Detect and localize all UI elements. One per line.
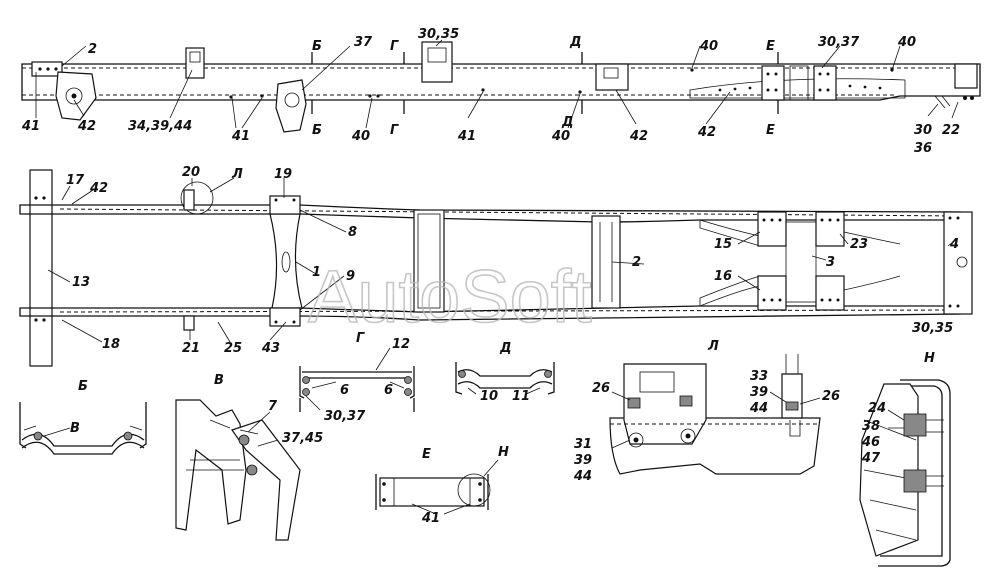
callout-42: 42: [77, 119, 96, 134]
section-view-g: [299, 347, 415, 412]
callout-2: 2: [632, 255, 641, 270]
callout-37-45: 37,45: [282, 431, 323, 446]
view-title-n: Н: [924, 351, 935, 366]
section-mark-e: Е: [766, 123, 775, 138]
callout-30-37: 30,37: [818, 35, 860, 50]
callout-34-39-44: 34,39,44: [128, 119, 192, 134]
callout-8: 8: [348, 225, 357, 240]
section-view-v: [175, 399, 301, 541]
callout-18: 18: [102, 337, 120, 352]
callout-39: 39: [750, 385, 768, 400]
section-mark-d: Д: [561, 115, 574, 130]
view-title-l: Л: [707, 339, 719, 354]
callout-6: 6: [384, 383, 393, 398]
section-view-n: [859, 379, 951, 567]
callout-36: 36: [914, 141, 932, 156]
callout-40: 40: [897, 35, 916, 50]
callout-42: 42: [89, 181, 108, 196]
view-title-e: Е: [422, 447, 431, 462]
detail-mark-l: Л: [231, 167, 243, 182]
section-view-b: [19, 402, 147, 455]
callout-39: 39: [574, 453, 592, 468]
rivets-top: [38, 67, 974, 100]
callout-4: 4: [949, 237, 959, 252]
callout-38: 38: [862, 419, 880, 434]
callout-16: 16: [714, 269, 732, 284]
callout-41: 41: [231, 129, 250, 144]
callout-47: 47: [861, 451, 881, 466]
callout-1: 1: [312, 265, 321, 280]
callout-12: 12: [392, 337, 410, 352]
callout-30: 30: [914, 123, 932, 138]
callout-19: 19: [274, 167, 292, 182]
callout-9: 9: [346, 269, 355, 284]
frame-side-view: [21, 39, 981, 133]
detail-mark-n: Н: [498, 445, 509, 460]
callout-37: 37: [354, 35, 373, 50]
callout-42: 42: [697, 125, 716, 140]
section-view-e: [375, 459, 499, 515]
callout-41: 41: [421, 511, 440, 526]
view-b-label-v: В: [70, 421, 80, 436]
callout-17: 17: [66, 173, 85, 188]
view-title-d: Д: [499, 341, 512, 356]
callout-44: 44: [749, 401, 768, 416]
callout-26: 26: [592, 381, 610, 396]
callout-44: 44: [573, 469, 592, 484]
callout-7: 7: [268, 399, 278, 414]
callout-31: 31: [574, 437, 592, 452]
callout-26: 26: [822, 389, 840, 404]
frame-plan-view: [19, 169, 973, 367]
section-mark-e: Е: [766, 39, 775, 54]
callout-43: 43: [261, 341, 280, 356]
callout-40: 40: [551, 129, 570, 144]
callout-11: 11: [512, 389, 530, 404]
section-view-d: [455, 362, 555, 395]
callout-3: 3: [826, 255, 835, 270]
section-mark-g: Г: [390, 39, 399, 54]
callout-10: 10: [480, 389, 498, 404]
callout-15: 15: [714, 237, 732, 252]
callout-40: 40: [699, 39, 718, 54]
callout-40: 40: [351, 129, 370, 144]
callout-24: 24: [868, 401, 886, 416]
section-mark-d: Д: [569, 35, 582, 50]
callout-42: 42: [629, 129, 648, 144]
watermark: AutoSoft: [308, 255, 592, 338]
section-mark-b: Б: [312, 39, 322, 54]
callout-23: 23: [850, 237, 868, 252]
callout-2: 2: [88, 42, 97, 57]
callout-13: 13: [72, 275, 90, 290]
callout-25: 25: [224, 341, 242, 356]
callout-30-37: 30,37: [324, 409, 366, 424]
callout-21: 21: [182, 341, 200, 356]
section-mark-b: Б: [312, 123, 322, 138]
section-mark-g: Г: [390, 123, 399, 138]
callout-22: 22: [942, 123, 960, 138]
callout-30-35: 30,35: [418, 27, 459, 42]
callout-33: 33: [750, 369, 768, 384]
section-view-l: [609, 354, 821, 475]
rivets-plan: [34, 196, 960, 324]
callout-20: 20: [182, 165, 200, 180]
section-mark-g: Г: [356, 331, 365, 346]
callout-6: 6: [340, 383, 349, 398]
view-title-b: Б: [78, 379, 88, 394]
callout-41: 41: [457, 129, 476, 144]
callout-46: 46: [861, 435, 880, 450]
callout-30-35: 30,35: [912, 321, 953, 336]
callout-41: 41: [21, 119, 40, 134]
view-title-v: В: [214, 373, 224, 388]
